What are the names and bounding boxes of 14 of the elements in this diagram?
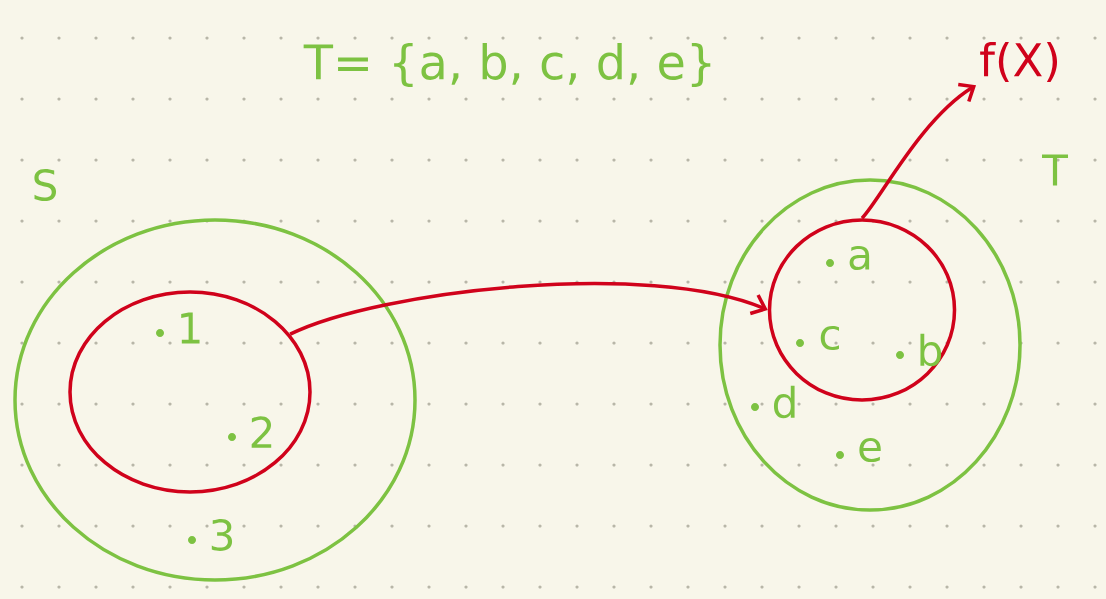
title: T= {a, b, c, d, e} xyxy=(303,42,711,88)
arrow xyxy=(289,281,768,336)
point-label: 1 xyxy=(156,312,200,344)
point-label: d xyxy=(751,385,795,419)
point-label: e xyxy=(836,437,881,463)
arrow xyxy=(860,82,977,220)
point-label: 3 xyxy=(188,519,233,551)
set-label: T xyxy=(1042,154,1068,186)
point-label: b xyxy=(896,333,942,367)
function-label: f(X) xyxy=(980,41,1057,83)
set-label: S xyxy=(34,169,57,201)
point-label: c xyxy=(796,325,839,351)
point-label: a xyxy=(826,245,870,271)
point-label: 2 xyxy=(228,416,272,448)
